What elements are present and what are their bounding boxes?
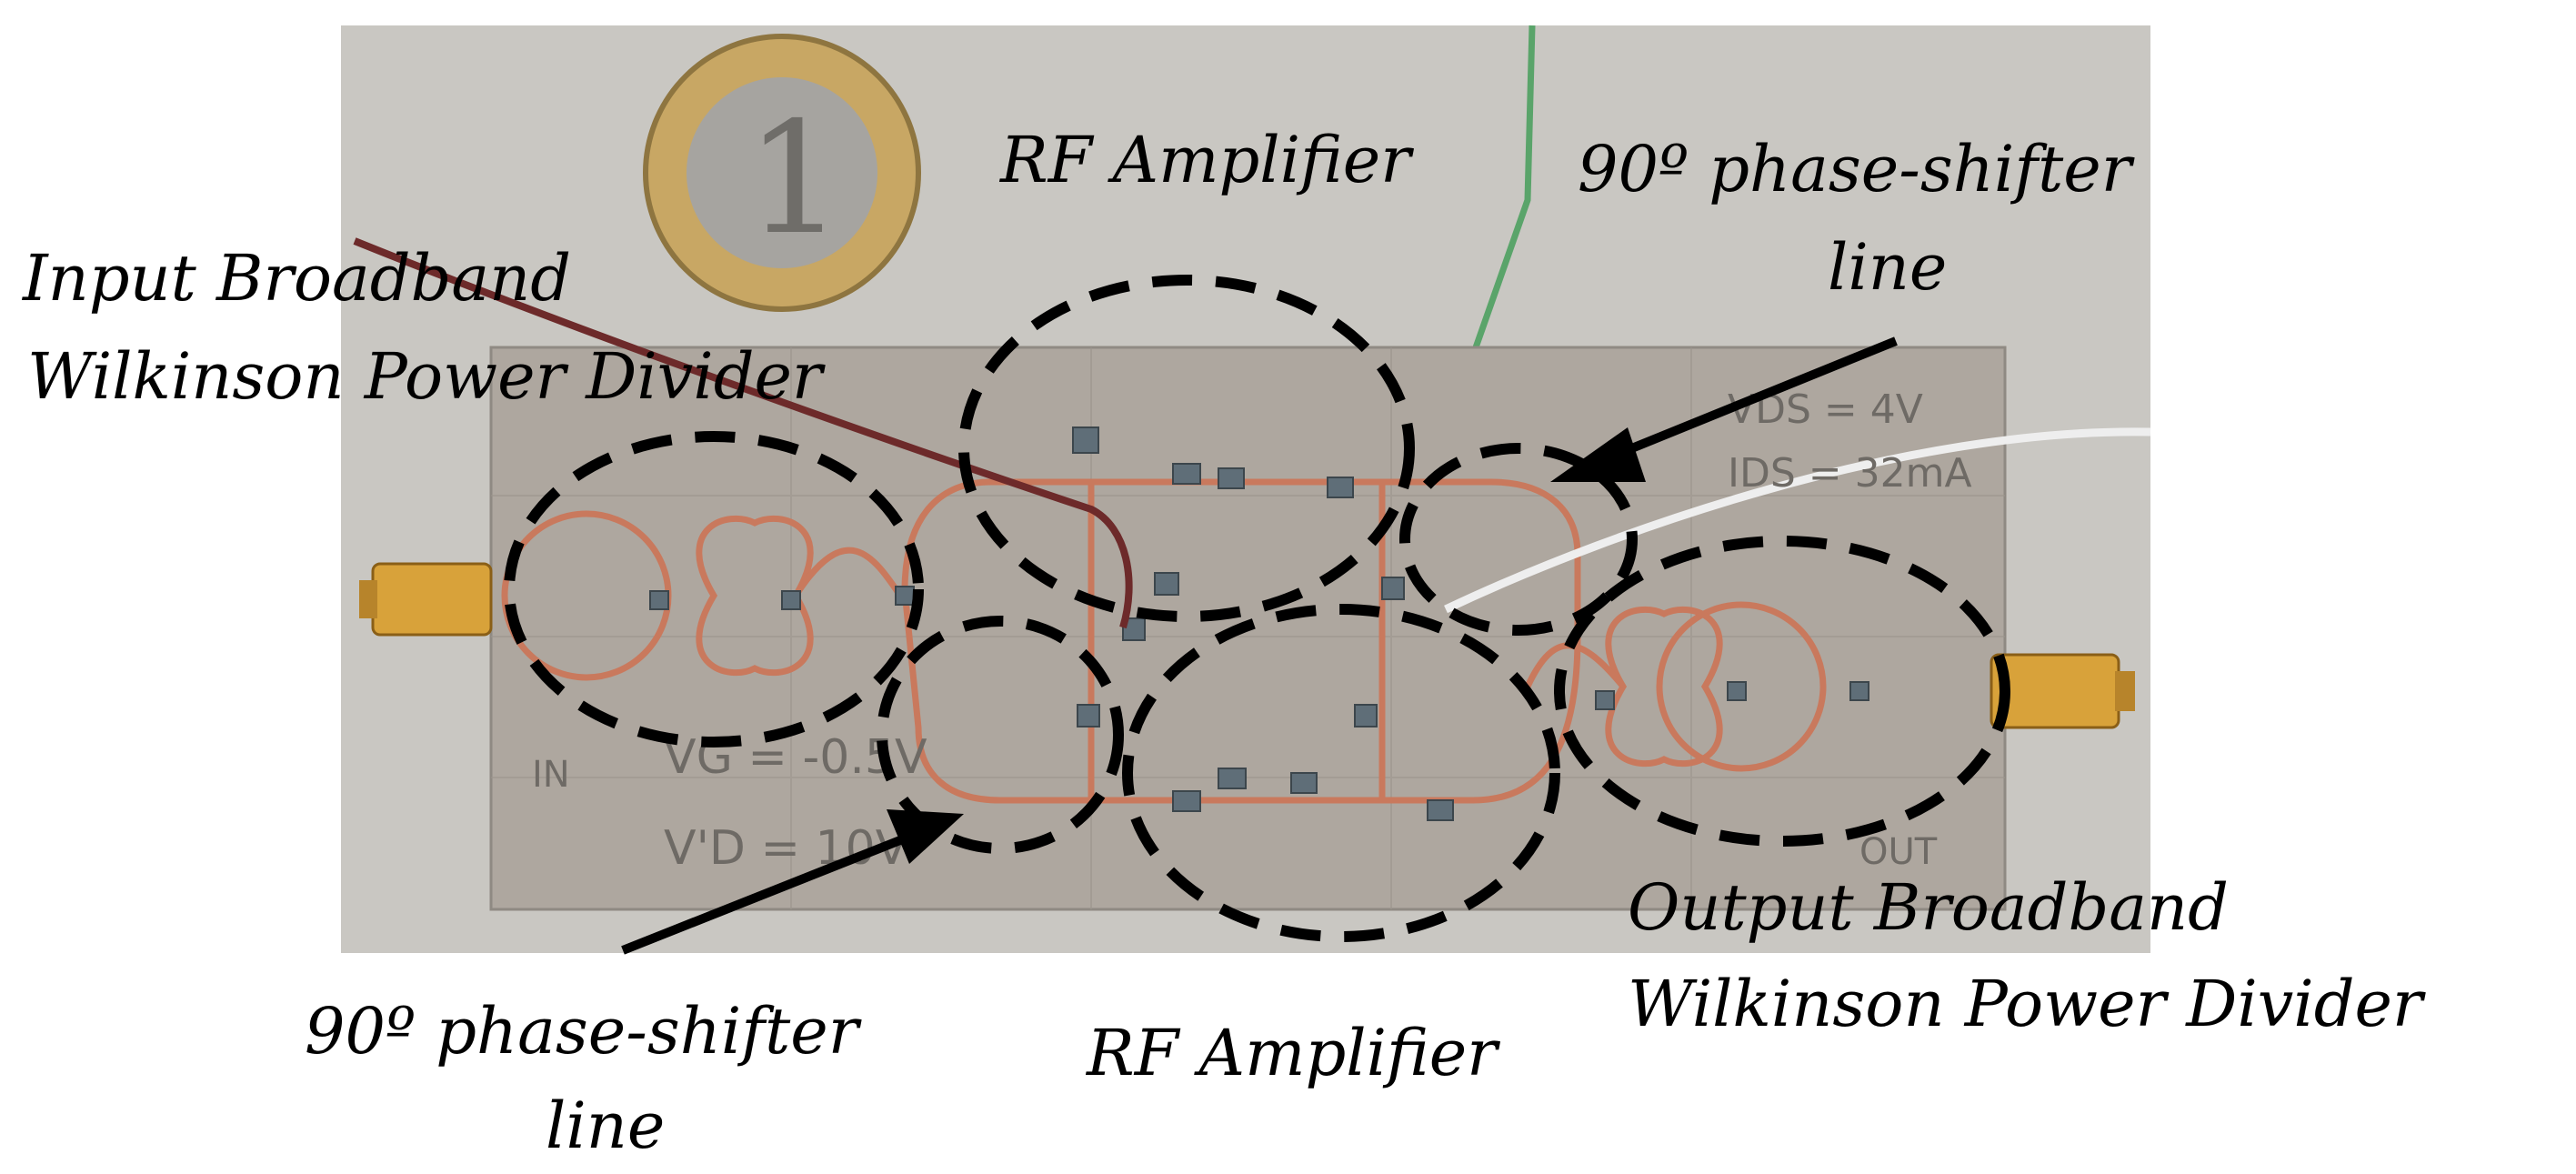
- smd-components: [649, 426, 1869, 821]
- board-label-ids: IDS = 32mA: [1728, 450, 1972, 497]
- sma-connector-output: [1990, 653, 2135, 729]
- sma-connector-input: [359, 562, 493, 637]
- ellipse-rf-amplifier-bottom: [1122, 604, 1560, 942]
- ellipse-rf-amplifier-top: [958, 275, 1415, 622]
- label-output-divider-line1: Output Broadband: [1628, 870, 2229, 945]
- label-input-divider-line2: Wilkinson Power Divider: [27, 339, 826, 414]
- label-output-divider-line2: Wilkinson Power Divider: [1628, 967, 2426, 1041]
- white-wire: [1444, 427, 2151, 614]
- ellipse-phase-shifter-bottom: [877, 616, 1124, 854]
- label-phase-shifter-bottom-line1: 90º phase-shifter: [305, 994, 862, 1069]
- ellipse-output-divider: [1554, 536, 2010, 847]
- label-rf-amplifier-bottom: RF Amplifier: [1085, 1016, 1500, 1090]
- label-phase-shifter-top-line1: 90º phase-shifter: [1578, 132, 2135, 206]
- board-label-out: OUT: [1859, 831, 1938, 873]
- ellipse-phase-shifter-top: [1399, 443, 1638, 636]
- label-phase-shifter-bottom-line2: line: [546, 1089, 665, 1163]
- euro-coin: 1: [643, 34, 921, 312]
- green-wire: [1471, 25, 1536, 352]
- coin-value: 1: [746, 89, 844, 269]
- arrow-phase-shifter-bottom: [621, 809, 964, 955]
- arrow-phase-shifter-top: [1550, 336, 1898, 482]
- label-input-divider-line1: Input Broadband: [21, 241, 571, 316]
- board-label-in: IN: [532, 754, 570, 796]
- label-rf-amplifier-top: RF Amplifier: [998, 123, 1414, 197]
- label-phase-shifter-top-line2: line: [1828, 230, 1947, 305]
- ellipse-input-divider: [504, 431, 924, 748]
